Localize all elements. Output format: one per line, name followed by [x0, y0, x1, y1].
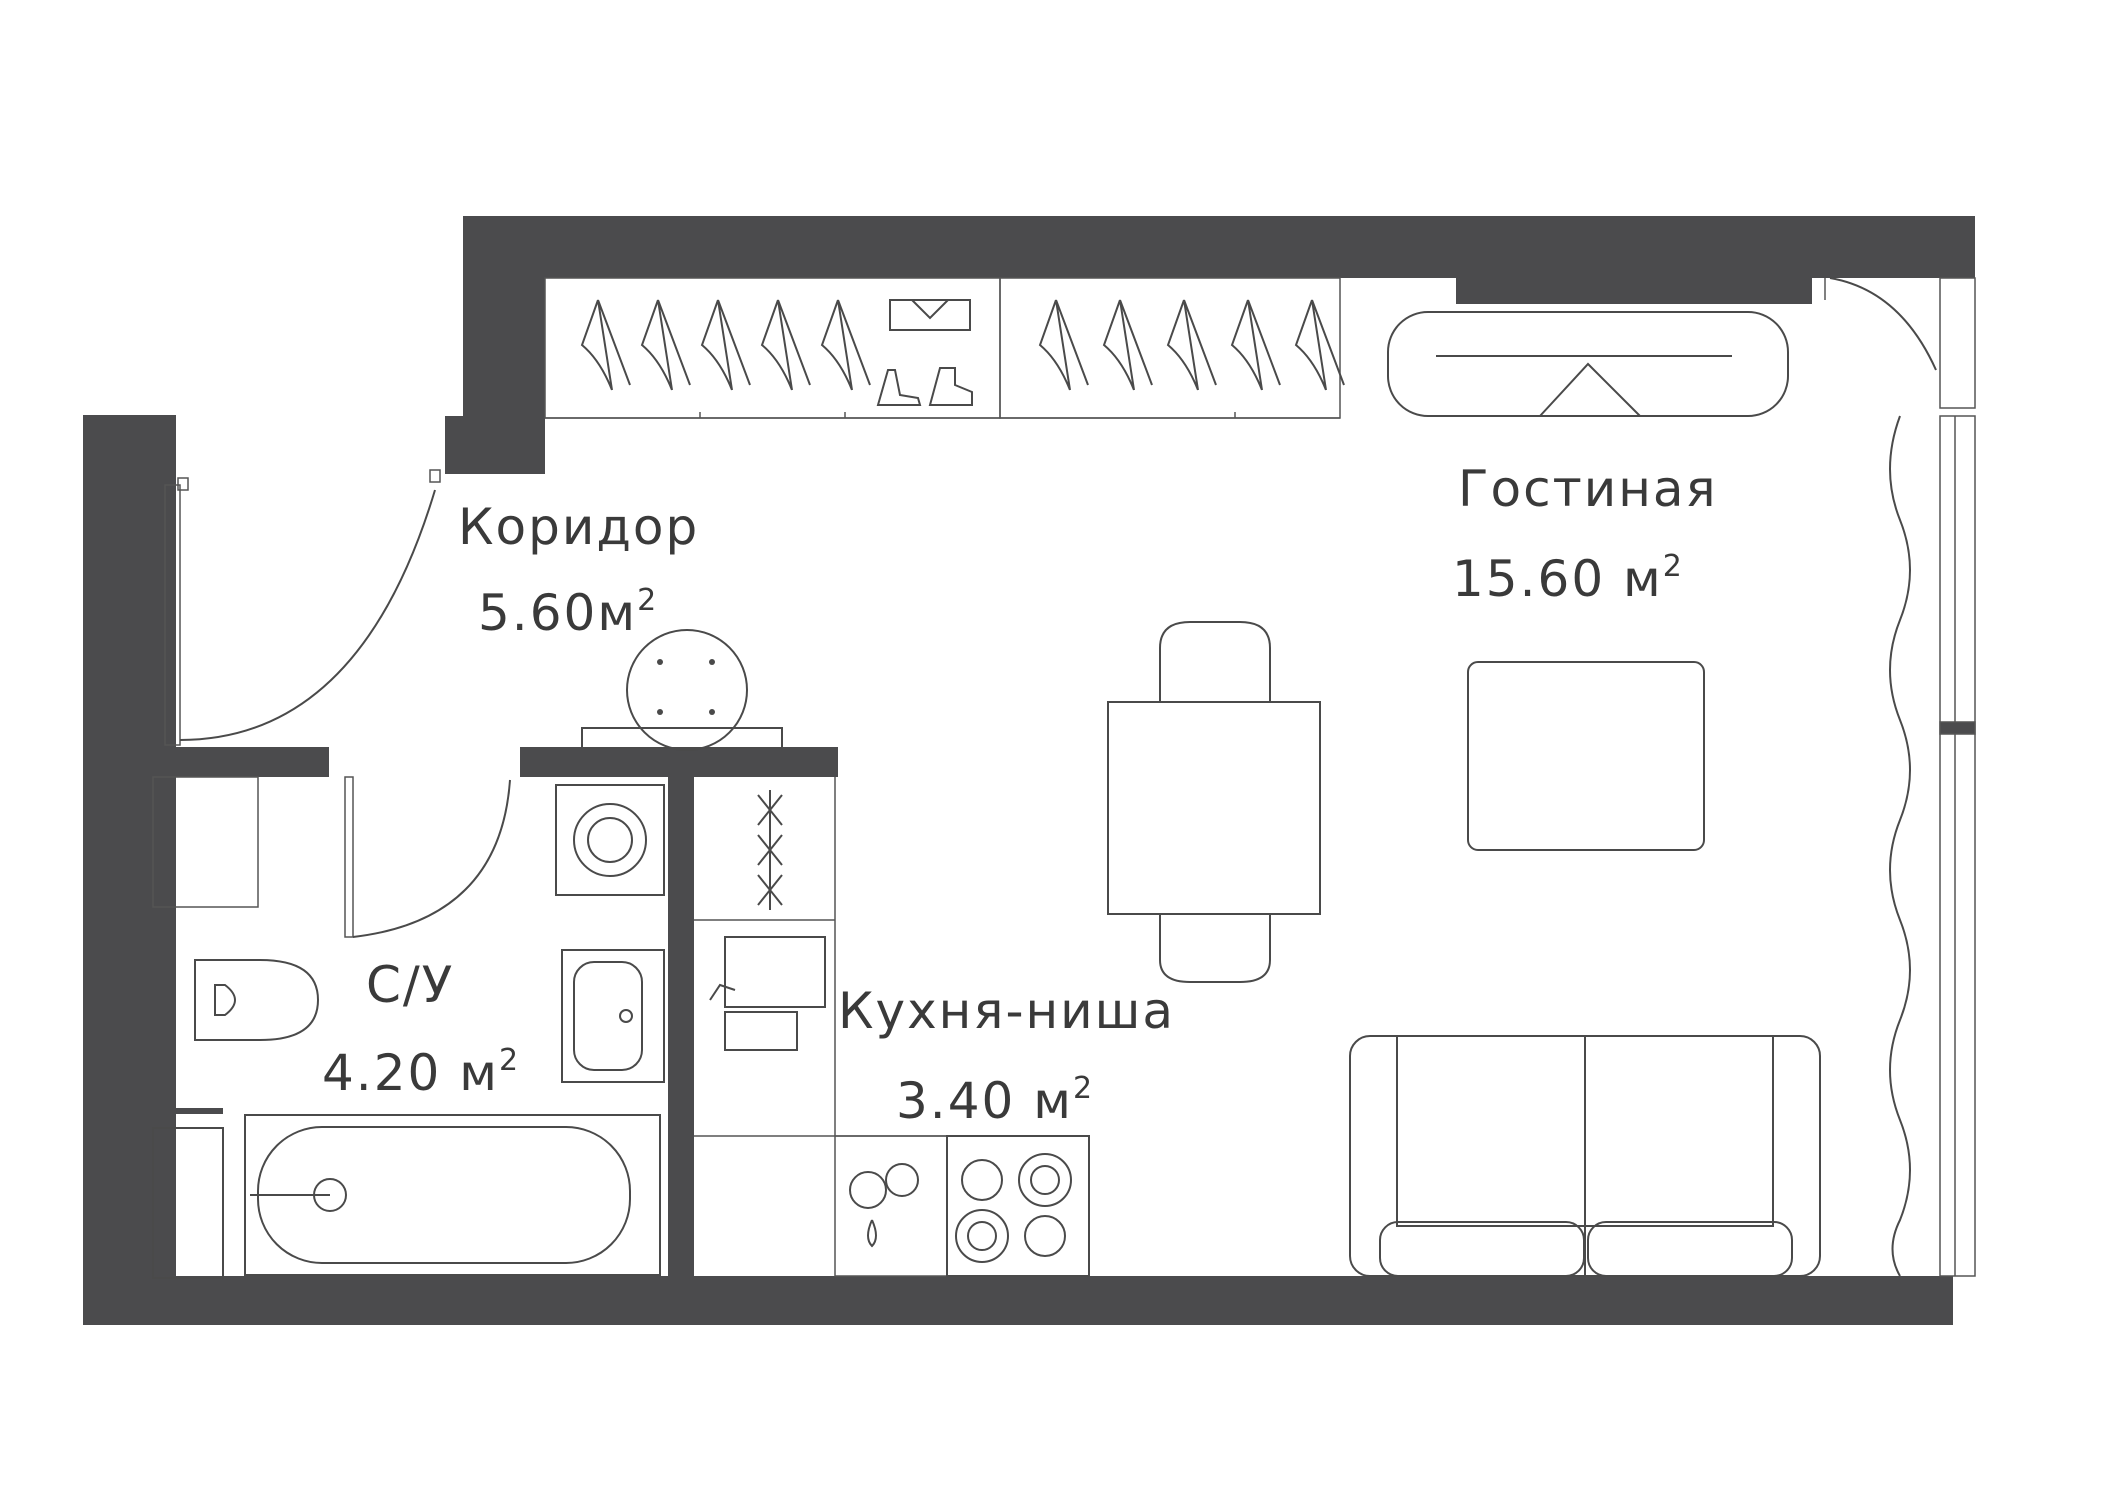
svg-text:5.60м2: 5.60м2 [478, 583, 658, 642]
stove-icon [757, 790, 783, 910]
sink-icon [561, 949, 665, 1083]
corridor-name: Коридор [458, 498, 699, 556]
svg-text:15.60 м2: 15.60 м2 [1452, 549, 1684, 608]
dishwasher-icon [834, 1135, 948, 1277]
balcony-door-icon [1824, 277, 1937, 371]
bathroom-area-sup: 2 [499, 1043, 520, 1078]
label-living: Гостиная 15.60 м2 [1452, 460, 1718, 608]
sofa-icon [1349, 1035, 1821, 1277]
boots-icon [876, 367, 973, 406]
svg-text:3.40 м2: 3.40 м2 [896, 1071, 1094, 1130]
bathroom-name: С/У [366, 956, 454, 1014]
pouf-icon [581, 629, 783, 751]
table-icon [1107, 701, 1321, 915]
washing-machine-icon [555, 784, 665, 896]
label-corridor: Коридор 5.60м2 [458, 498, 699, 642]
chair-icon [1159, 621, 1271, 983]
cooktop-icon [946, 1135, 1090, 1277]
bathtub-icon [244, 1114, 661, 1276]
shirt-icon [889, 299, 971, 331]
kitchen-area: 3.40 м [896, 1072, 1073, 1130]
toilet-icon [152, 776, 320, 1041]
rug-icon [1467, 661, 1705, 851]
kitchen-name: Кухня-ниша [838, 982, 1175, 1040]
bathroom-area: 4.20 м [322, 1044, 499, 1102]
bathroom-door-icon [344, 776, 511, 938]
hanger-icon [580, 299, 1345, 391]
living-name: Гостиная [1458, 460, 1718, 518]
kitchen-area-sup: 2 [1073, 1071, 1094, 1106]
label-kitchen: Кухня-ниша 3.40 м2 [838, 982, 1175, 1130]
corridor-area-sup: 2 [637, 583, 658, 618]
curtain-icon [1889, 415, 1911, 1277]
window-icon [1939, 277, 1976, 1277]
wardrobe [544, 277, 1341, 419]
door-icon [164, 469, 441, 746]
living-area: 15.60 м [1452, 550, 1663, 608]
living-area-sup: 2 [1663, 549, 1684, 584]
storage-icon [152, 1127, 224, 1279]
svg-text:4.20 м2: 4.20 м2 [322, 1043, 520, 1102]
kitchen-sink-icon [709, 936, 826, 1051]
label-bathroom: С/У 4.20 м2 [322, 956, 520, 1102]
walls [83, 216, 1975, 1325]
tv-stand-icon [1387, 311, 1789, 417]
corridor-area: 5.60м [478, 584, 637, 642]
